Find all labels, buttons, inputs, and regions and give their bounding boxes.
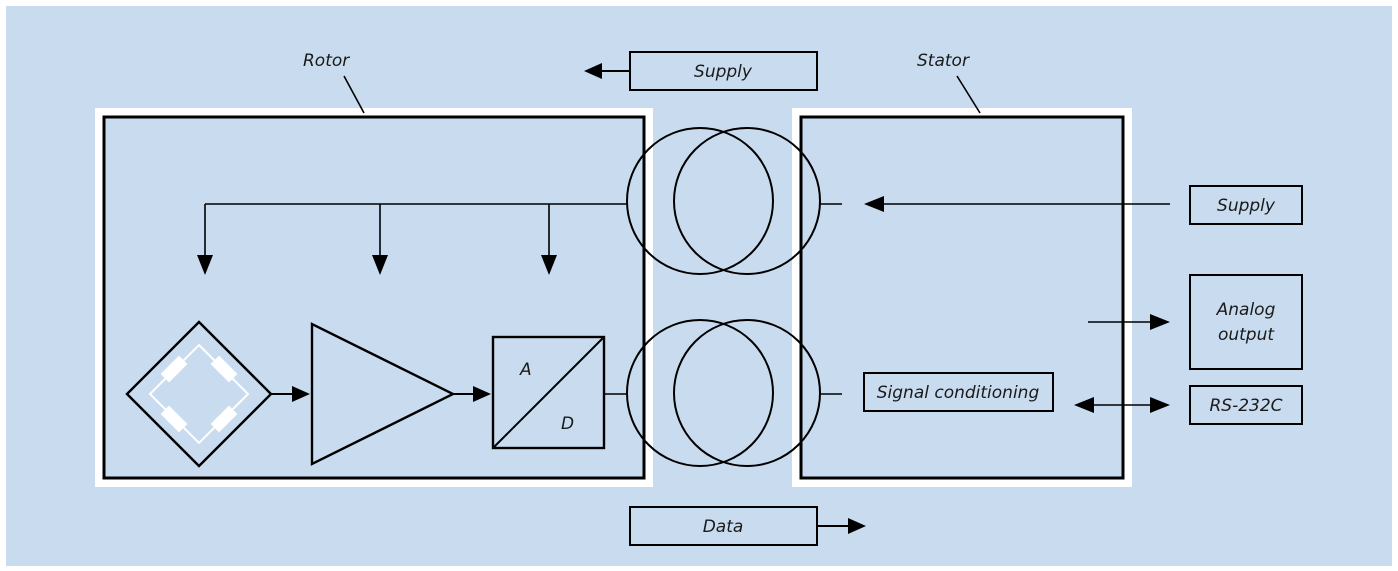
data-box	[629, 506, 818, 546]
supply-top-label: Supply	[694, 62, 753, 82]
transformer-top-icon	[626, 127, 821, 275]
rotor-leader-line	[343, 75, 365, 114]
data-output: Data	[629, 506, 866, 546]
adc-diagonal	[492, 336, 605, 449]
analog-output-box	[1189, 274, 1303, 370]
transformer-bottom-icon	[626, 319, 821, 467]
adc-a-label: A	[519, 360, 532, 380]
adc-block: A D	[491, 335, 606, 450]
supply-distribution	[197, 203, 627, 275]
rotor-label: Rotor	[303, 51, 350, 71]
bridge-to-amplifier-arrow	[271, 386, 310, 402]
supply-right: Supply	[1189, 185, 1303, 225]
adc-d-label: D	[561, 414, 574, 434]
stator-label: Stator	[917, 51, 970, 71]
supply-right-label: Supply	[1217, 196, 1276, 216]
stator-frame	[792, 108, 1132, 487]
supply-input-arrow	[864, 196, 1170, 212]
amplifier-triangle-icon	[310, 322, 456, 466]
data-arrowhead	[848, 518, 866, 534]
stator-leader-line	[956, 75, 981, 114]
rs232c-bidirectional-arrow	[1074, 397, 1170, 413]
analog-output-label-line2: output	[1218, 325, 1275, 345]
data-label: Data	[703, 517, 744, 537]
analog-output-label-line1: Analog	[1216, 300, 1276, 320]
signal-conditioning-box	[863, 372, 1054, 412]
supply-top-arrowhead	[584, 63, 602, 79]
analog-output-arrow	[1088, 314, 1170, 330]
rs232c-label: RS-232C	[1209, 396, 1282, 416]
rs232c: RS-232C	[1189, 385, 1303, 425]
signal-conditioning-label: Signal conditioning	[877, 383, 1040, 403]
strain-gauge-bridge-icon	[125, 320, 273, 468]
signal-conditioning: Signal conditioning	[863, 372, 1054, 412]
amplifier-to-adc-arrow	[453, 386, 491, 402]
rs232c-box	[1189, 385, 1303, 425]
supply-top: Supply	[584, 51, 818, 91]
supply-right-box	[1189, 185, 1303, 225]
analog-output: Analog output	[1189, 274, 1303, 370]
